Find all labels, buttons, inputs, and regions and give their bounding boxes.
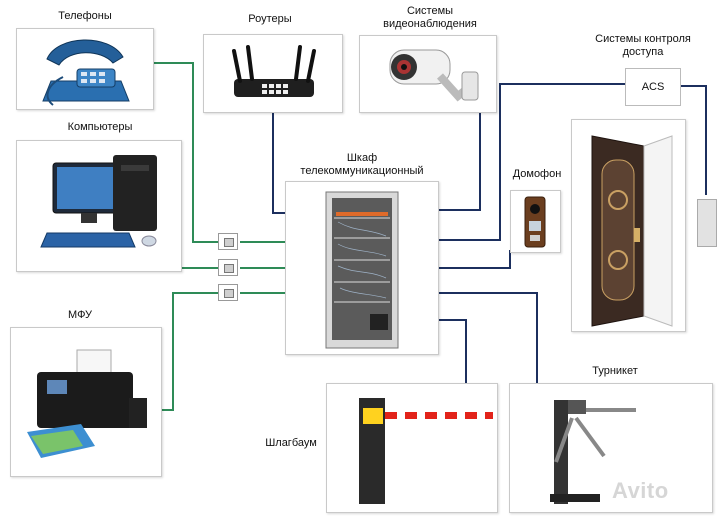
barrier-gate-icon <box>359 398 493 504</box>
turnstile-icon <box>550 400 636 504</box>
network-jack <box>218 284 238 301</box>
wire-acs-reader <box>679 85 707 195</box>
wire-intercom <box>437 250 511 269</box>
wire-routers <box>272 111 285 214</box>
label-computers: Компьютеры <box>67 121 133 133</box>
desktop-computer-icon <box>40 155 157 248</box>
computers-box <box>16 140 182 272</box>
network-jack <box>218 233 238 250</box>
wire-mfu <box>160 292 218 411</box>
wire-turnstile <box>437 292 538 383</box>
intercom-icon <box>524 196 546 248</box>
watermark: Avito <box>612 478 669 503</box>
label-mfu: МФУ <box>68 309 92 321</box>
telecom-cabinet-icon <box>325 191 399 349</box>
wire-barrier <box>437 319 467 383</box>
door-icon <box>591 135 673 327</box>
label-cabinet: Шкаф телекоммуникационный <box>300 152 424 177</box>
telephone-icon <box>42 39 130 106</box>
acs-controller: ACS <box>625 68 681 106</box>
door-box <box>571 119 686 332</box>
barrier-box <box>326 383 498 513</box>
label-barrier: Шлагбаум <box>265 437 317 449</box>
cabinet-box <box>285 181 439 355</box>
router-icon <box>232 45 316 97</box>
routers-box <box>203 34 343 113</box>
network-jack <box>218 259 238 276</box>
cctv-box <box>359 35 497 113</box>
wire-cctv <box>437 111 481 211</box>
phones-box <box>16 28 154 110</box>
label-phones: Телефоны <box>58 10 112 22</box>
label-turnstile: Турникет <box>592 365 638 377</box>
security-camera-icon <box>389 49 479 102</box>
label-intercom: Домофон <box>512 168 562 180</box>
intercom-box <box>510 190 561 253</box>
label-routers: Роутеры <box>248 13 292 25</box>
turnstile-box <box>509 383 713 513</box>
wire-phones <box>152 62 220 243</box>
wire-acs <box>437 83 625 241</box>
printer-icon <box>27 349 147 458</box>
mfu-box <box>10 327 162 477</box>
label-access-control: Системы контроля доступа <box>595 33 691 58</box>
label-cctv: Системы видеонаблюдения <box>383 5 477 30</box>
card-reader-icon <box>697 199 717 247</box>
